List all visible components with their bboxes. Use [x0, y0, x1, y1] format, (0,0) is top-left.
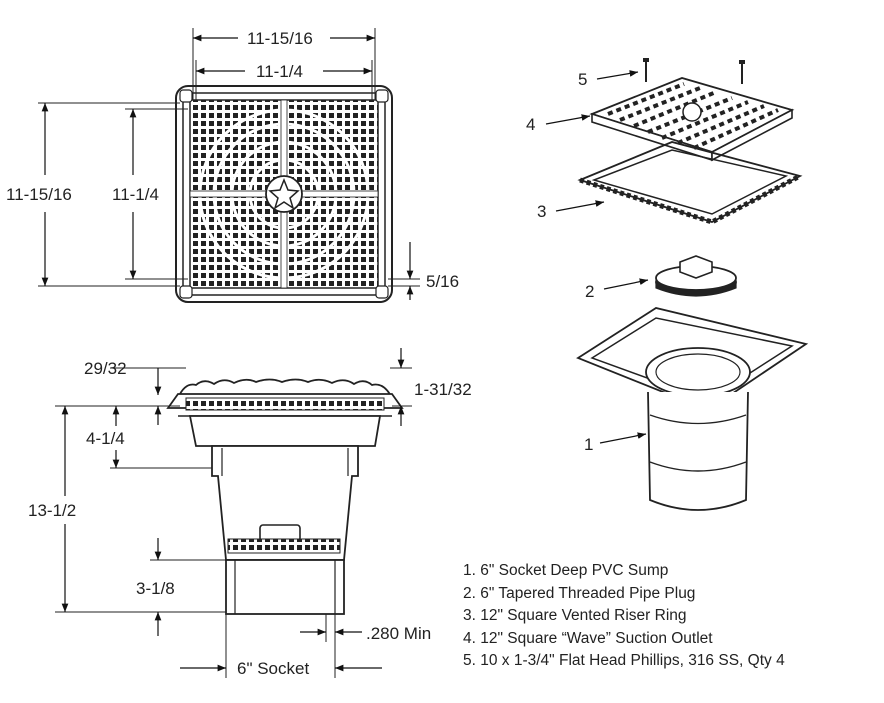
pipe-plug-2 [655, 255, 737, 297]
dim-inner-height-label: 11-1/4 [112, 185, 159, 204]
legend-item: 4. 12" Square “Wave” Suction Outlet [463, 629, 713, 647]
dim-outer-width-label: 11-15/16 [247, 29, 313, 48]
legend-item: 1. 6" Socket Deep PVC Sump [463, 562, 669, 579]
legend-item: 5. 10 x 1-3/4" Flat Head Phillips, 316 S… [463, 652, 785, 669]
dim-grate-depth-label: 4-1/4 [86, 429, 125, 448]
deep-pvc-sump-1 [576, 307, 809, 511]
dim-total-label: 13-1/2 [28, 501, 77, 520]
callout-1: 1 [584, 435, 594, 454]
callout-3: 3 [537, 202, 547, 221]
parts-legend: 1. 6" Socket Deep PVC Sump 2. 6" Tapered… [463, 560, 785, 673]
screw-5 [643, 58, 745, 84]
side-view [55, 348, 412, 678]
callout-5: 5 [578, 70, 588, 89]
dim-cap-label: 1-31/32 [414, 380, 472, 399]
wave-suction-outlet-4 [589, 77, 795, 162]
dim-socket-depth-label: 3-1/8 [136, 579, 175, 598]
vented-riser-ring-3 [577, 141, 803, 225]
dim-lip-label: 5/16 [426, 272, 460, 291]
dim-wall-label: .280 Min [366, 624, 432, 643]
top-view [38, 28, 420, 303]
exploded-view [545, 58, 809, 511]
legend-item: 2. 6" Tapered Threaded Pipe Plug [463, 584, 696, 602]
dim-flange-label: 29/32 [84, 359, 127, 378]
callout-4: 4 [526, 115, 536, 134]
dim-outer-height-label: 11-15/16 [6, 185, 72, 204]
dim-inner-width-label: 11-1/4 [256, 62, 303, 81]
legend-item: 3. 12" Square Vented Riser Ring [463, 607, 687, 624]
callout-2: 2 [585, 282, 595, 301]
dim-socket-label: 6" Socket [237, 659, 310, 678]
